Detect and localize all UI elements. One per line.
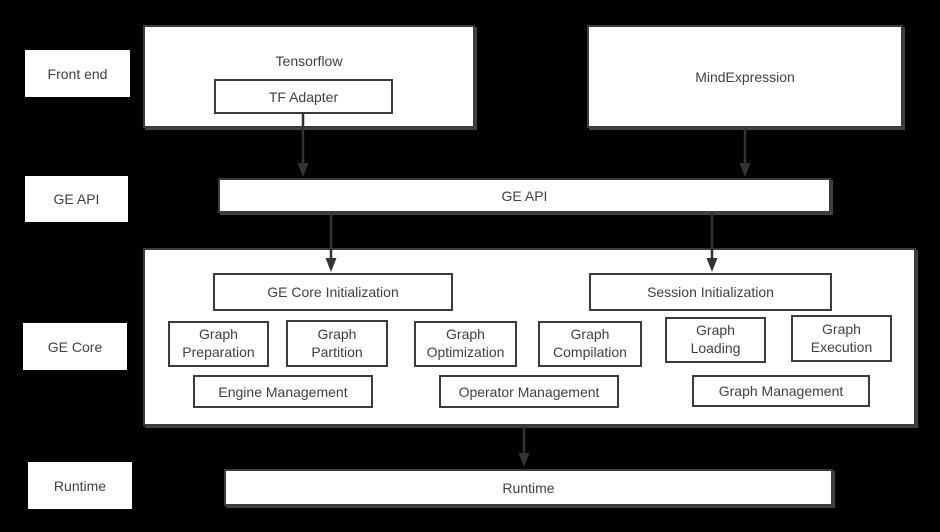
node-operator-management: Operator Management — [439, 375, 619, 408]
arrow-mindexpression-to-ge-api — [739, 128, 751, 177]
node-tensorflow-label: Tensorflow — [275, 53, 343, 69]
node-graph-preparation-label: Graph Preparation — [182, 326, 255, 360]
node-graph-partition: Graph Partition — [286, 320, 388, 367]
node-operator-management-label: Operator Management — [458, 383, 600, 400]
node-graph-execution-label: Graph Execution — [810, 320, 873, 355]
node-ge-core-initialization-label: GE Core Initialization — [267, 284, 399, 300]
node-graph-loading-label: Graph Loading — [690, 322, 741, 356]
bar-runtime-label: Runtime — [502, 479, 555, 496]
node-mindexpression-label: MindExpression — [695, 68, 795, 85]
row-label-front-end-text: Front end — [47, 65, 108, 82]
node-graph-optimization: Graph Optimization — [414, 321, 517, 367]
node-graph-management-label: Graph Management — [718, 383, 844, 399]
row-label-runtime: Runtime — [28, 462, 132, 509]
node-graph-partition-label: Graph Partition — [311, 325, 363, 360]
node-session-initialization-label: Session Initialization — [647, 284, 774, 300]
node-graph-management: Graph Management — [692, 375, 870, 407]
node-graph-loading: Graph Loading — [665, 317, 766, 363]
node-engine-management: Engine Management — [193, 375, 373, 408]
arrow-ge-core-to-runtime — [518, 426, 530, 467]
node-graph-optimization-label: Graph Optimization — [426, 326, 505, 360]
row-label-ge-api: GE API — [25, 176, 128, 222]
row-label-ge-api-text: GE API — [53, 191, 100, 207]
node-tf-adapter: TF Adapter — [214, 79, 393, 114]
node-tf-adapter-label: TF Adapter — [268, 88, 339, 105]
node-graph-preparation: Graph Preparation — [168, 321, 269, 367]
node-engine-management-label: Engine Management — [218, 383, 348, 400]
container-ge-core: GE Core Initialization Session Initializ… — [143, 248, 916, 426]
bar-runtime: Runtime — [224, 469, 833, 506]
node-graph-execution: Graph Execution — [791, 315, 892, 362]
bar-ge-api-label: GE API — [501, 187, 548, 204]
node-graph-compilation: Graph Compilation — [538, 321, 642, 367]
bar-ge-api: GE API — [218, 178, 831, 213]
row-label-front-end: Front end — [25, 50, 130, 97]
node-graph-compilation-label: Graph Compilation — [553, 326, 627, 360]
node-tensorflow: Tensorflow TF Adapter — [143, 25, 475, 128]
node-ge-core-initialization: GE Core Initialization — [213, 273, 453, 311]
node-mindexpression: MindExpression — [587, 25, 903, 128]
node-session-initialization: Session Initialization — [589, 273, 832, 311]
row-label-runtime-text: Runtime — [53, 477, 107, 494]
row-label-ge-core-text: GE Core — [47, 338, 103, 355]
row-label-ge-core: GE Core — [23, 323, 127, 370]
